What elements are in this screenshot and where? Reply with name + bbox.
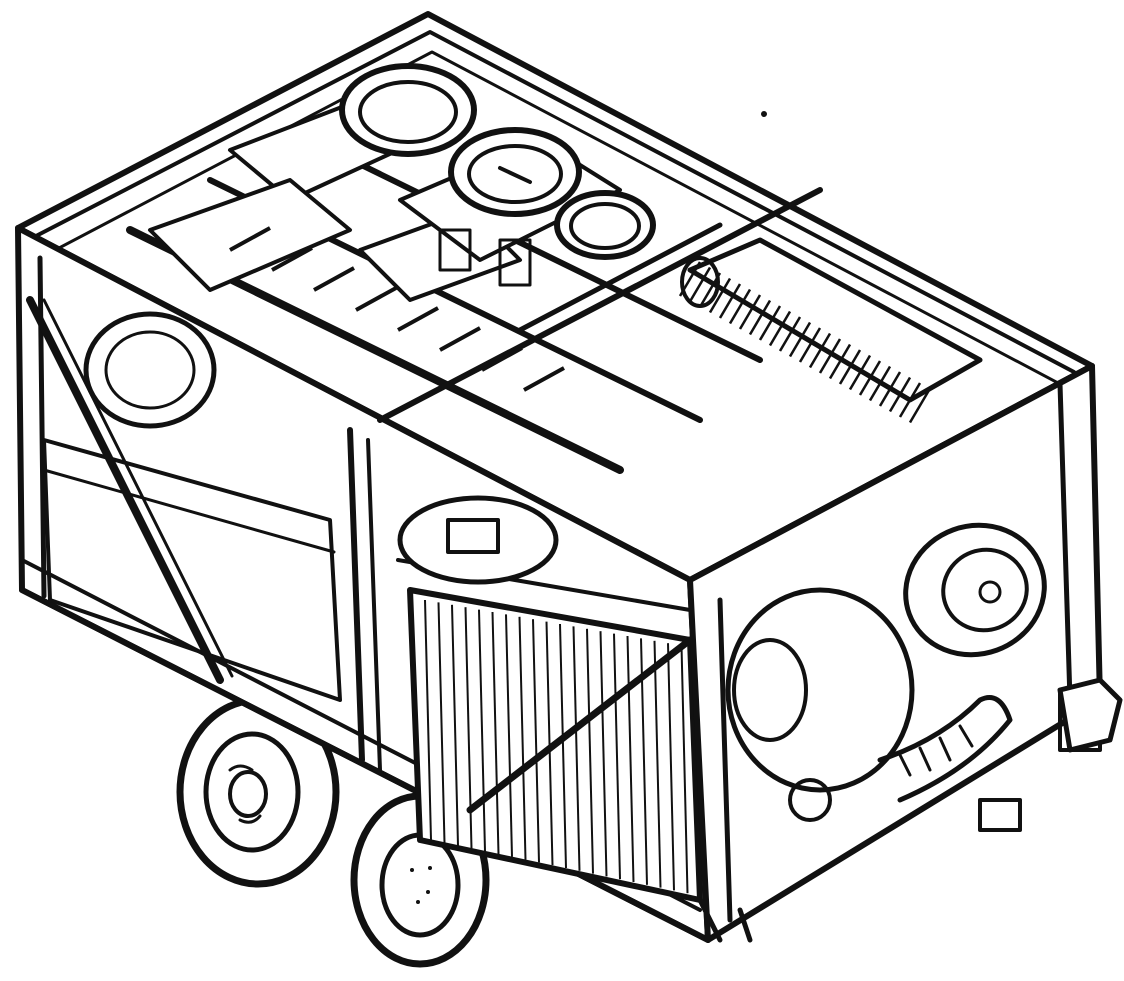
- gauge-2: [448, 127, 582, 217]
- gauge-3: [554, 190, 656, 260]
- gauge-1: [339, 63, 477, 157]
- hitch-drawbar: [697, 677, 1123, 943]
- hose-coil: [678, 237, 983, 424]
- front-end-panel: [687, 363, 1103, 943]
- stray-mark: [761, 111, 767, 117]
